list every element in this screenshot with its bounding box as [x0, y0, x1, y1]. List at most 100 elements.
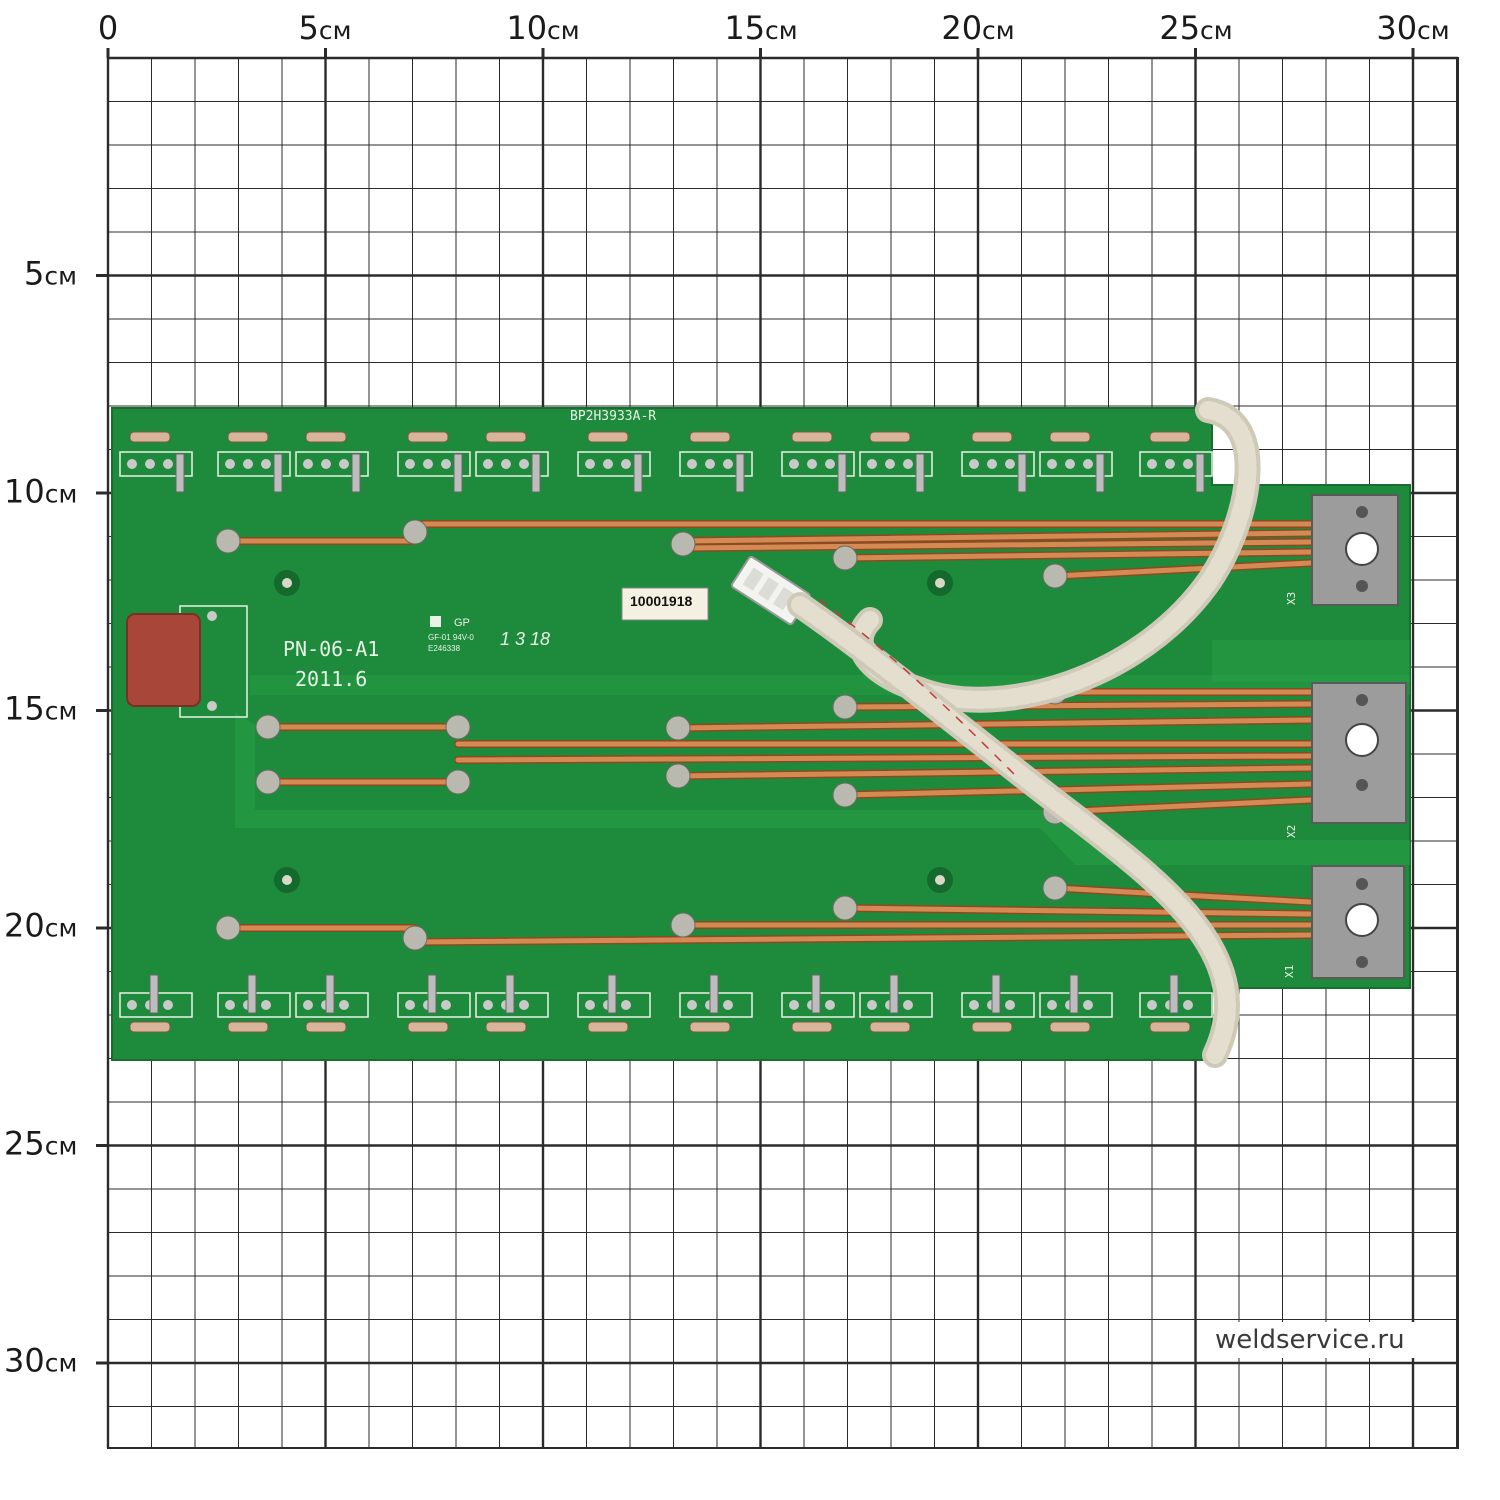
resistor-top — [227, 431, 269, 443]
braided-cable — [787, 397, 1261, 1068]
copper-wire — [455, 753, 1313, 763]
resistor-bottom — [1049, 1021, 1091, 1033]
solder-joint — [255, 714, 281, 740]
terminal-lug-bottom — [991, 974, 1001, 1014]
resistor-bottom — [1149, 1021, 1191, 1033]
terminal-lug-top — [633, 453, 643, 493]
terminal-lug-bottom — [709, 974, 719, 1014]
resistor-top — [1149, 431, 1191, 443]
terminal-lug-bottom — [607, 974, 617, 1014]
pad-outline-top — [397, 451, 471, 477]
solder-joint — [832, 895, 858, 921]
terminal-lug-top — [351, 453, 361, 493]
resistor-bottom — [791, 1021, 833, 1033]
solder-pad-top — [127, 459, 137, 469]
resistor-top — [587, 431, 629, 443]
copper-wire — [680, 530, 1313, 544]
solder-joint — [215, 915, 241, 941]
solder-pad-top — [969, 459, 979, 469]
terminal-lug-top — [175, 453, 185, 493]
copper-wire — [1052, 797, 1313, 815]
solder-joint — [402, 925, 428, 951]
ruler-top-0: 0 — [97, 9, 119, 47]
resistor-top — [305, 431, 347, 443]
solder-pad-top — [867, 459, 877, 469]
pad-outline-top — [217, 451, 291, 477]
solder-joint — [255, 769, 281, 795]
terminal-lug-bottom — [1069, 974, 1079, 1014]
terminal-lug-top — [531, 453, 541, 493]
terminal-lug-bottom — [811, 974, 821, 1014]
solder-pad-bottom — [519, 1000, 529, 1010]
mounting-holes — [274, 570, 953, 893]
ruler-top-10: 10см — [506, 9, 580, 47]
copper-wire — [680, 539, 1313, 551]
solder-pad-top — [321, 459, 331, 469]
pad-outline-top — [859, 451, 933, 477]
board-model: PN-06-A1 — [283, 637, 379, 661]
solder-pad-top — [723, 459, 733, 469]
solder-pad-bottom — [127, 1000, 137, 1010]
pcb-board: X3 X2 X1 BP2H3933A-R 10001918 PN-06-A1 2… — [111, 397, 1411, 1068]
part-label: 10001918 — [630, 593, 693, 609]
maker-label: GP — [454, 617, 470, 629]
copper-wire — [675, 717, 1313, 731]
terminal-lug-top — [1095, 453, 1105, 493]
solder-pad-bottom — [621, 1000, 631, 1010]
ul-code: E246338 — [428, 644, 461, 653]
solder-pad-bottom — [1083, 1000, 1093, 1010]
resistor-bottom — [689, 1021, 731, 1033]
solder-pad-top — [987, 459, 997, 469]
pad-outline-top — [961, 451, 1035, 477]
solder-pad-bottom — [903, 1000, 913, 1010]
solder-pad-top — [261, 459, 271, 469]
solder-pad-top — [705, 459, 715, 469]
copper-wire — [1052, 560, 1313, 579]
resistor-top — [485, 431, 527, 443]
resistor-rows — [119, 431, 1213, 1033]
pad-outline-top — [295, 451, 369, 477]
solder-pad-top — [339, 459, 349, 469]
solder-pad-top — [483, 459, 493, 469]
terminal-lug-top — [837, 453, 847, 493]
resistor-top — [1049, 431, 1091, 443]
solder-pad-bottom — [163, 1000, 173, 1010]
solder-pad-top — [519, 459, 529, 469]
resistor-bottom — [971, 1021, 1013, 1033]
resistor-top — [689, 431, 731, 443]
ruler-left-30: 30см — [4, 1341, 78, 1380]
solder-pad-bottom — [441, 1000, 451, 1010]
pad-outline-top — [119, 451, 193, 477]
resistor-bottom — [587, 1021, 629, 1033]
solder-joint — [445, 769, 471, 795]
terminal-label-x2: X2 — [1285, 825, 1298, 838]
pad-outline-top — [1039, 451, 1113, 477]
solder-pad-bottom — [1047, 1000, 1057, 1010]
solder-pad-top — [501, 459, 511, 469]
ruler-top-15: 15см — [724, 9, 798, 47]
cert-line: GF-01 94V-0 — [428, 633, 474, 642]
copper-wire — [675, 765, 1313, 779]
terminal-lug-top — [273, 453, 283, 493]
pad-outline-top — [577, 451, 651, 477]
solder-pad-top — [903, 459, 913, 469]
solder-pad-bottom — [723, 1000, 733, 1010]
solder-pad-bottom — [1147, 1000, 1157, 1010]
terminal-lug-top — [915, 453, 925, 493]
ruler-left-10: 10см — [4, 472, 78, 511]
solder-pad-top — [423, 459, 433, 469]
solder-joint — [1042, 563, 1068, 589]
ruler-top-25: 25см — [1159, 9, 1233, 47]
resistor-top — [129, 431, 171, 443]
solder-pad-bottom — [303, 1000, 313, 1010]
solder-pad-bottom — [225, 1000, 235, 1010]
solder-joint — [832, 694, 858, 720]
film-capacitor — [126, 613, 201, 707]
pad-outline-top — [475, 451, 549, 477]
terminal-label-x1: X1 — [1283, 965, 1296, 978]
terminal-lug-bottom — [505, 974, 515, 1014]
ruler-top-5: 5см — [298, 9, 352, 47]
solder-pad-bottom — [1183, 1000, 1193, 1010]
pad-outline-top — [1139, 451, 1213, 477]
copper-wire — [412, 932, 1313, 945]
